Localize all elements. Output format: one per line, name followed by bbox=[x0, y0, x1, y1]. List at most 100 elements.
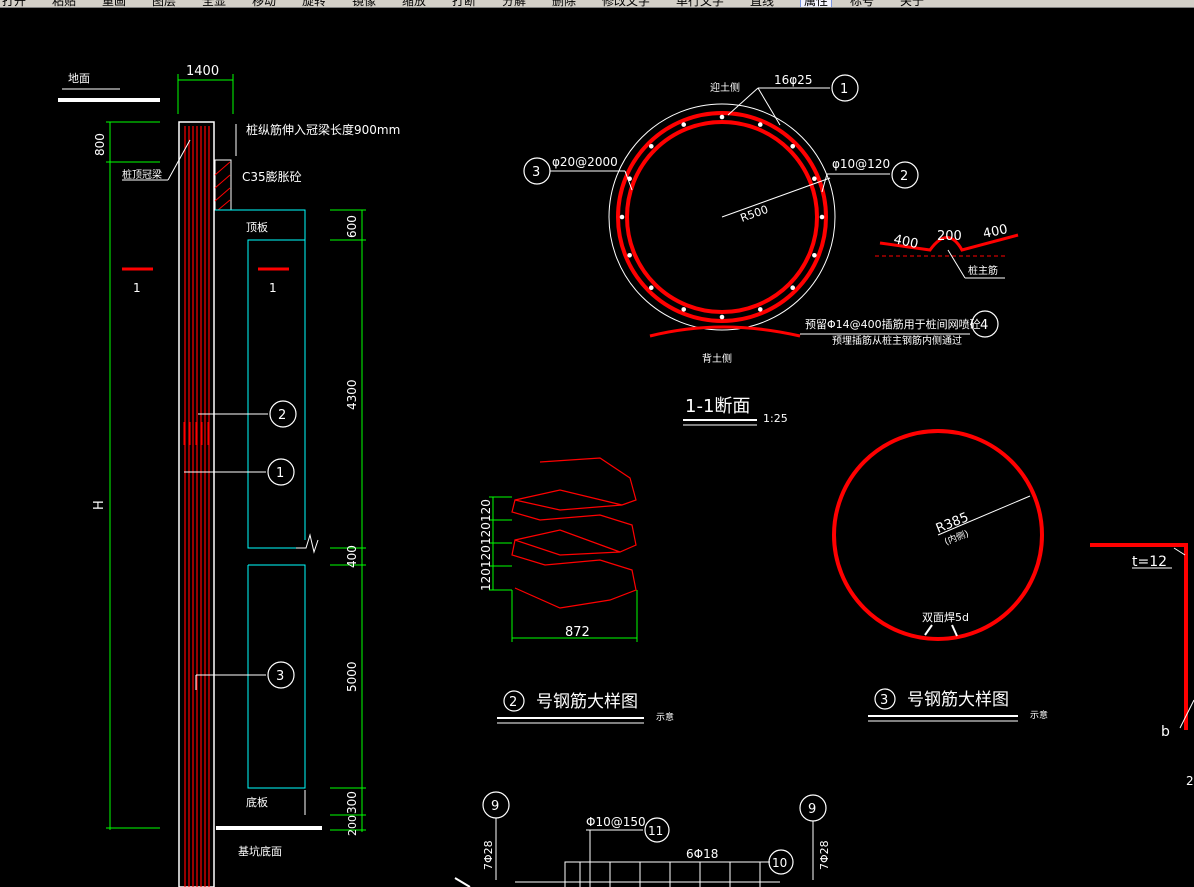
main-bar-dot bbox=[648, 285, 654, 291]
rebar-3-number: 3 bbox=[880, 693, 888, 708]
bottom-main-bars: 6Φ18 bbox=[686, 847, 718, 861]
concrete-label: C35膨胀砼 bbox=[242, 170, 302, 184]
pitch-dim-3: 120 bbox=[479, 568, 493, 591]
soil-side-label: 迎土侧 bbox=[710, 81, 740, 94]
rebar-3-circle bbox=[832, 429, 1044, 641]
section-callout-4: 4 bbox=[980, 318, 988, 333]
right-partial-detail: t=12 b 2 bbox=[1090, 543, 1194, 788]
toolbar-item-6[interactable]: 旋转 bbox=[302, 0, 327, 8]
main-bar-dot bbox=[648, 143, 654, 149]
main-bar-dot bbox=[812, 252, 817, 258]
dim-right-1: 4300 bbox=[345, 379, 359, 410]
roof-slab-label: 顶板 bbox=[246, 220, 268, 234]
bottom-right-bars: 7Φ28 bbox=[818, 840, 831, 870]
toolbar-item-16[interactable]: 标号 bbox=[850, 0, 875, 8]
main-bar-dot bbox=[619, 214, 625, 220]
toolbar-item-2[interactable]: 重画 bbox=[102, 0, 127, 8]
main-bar-dot bbox=[627, 252, 632, 258]
main-bar-dot bbox=[812, 176, 817, 182]
floor-slab-label: 底板 bbox=[246, 795, 268, 809]
section-callout-1: 1 bbox=[840, 82, 848, 97]
elev-callout-2: 2 bbox=[278, 408, 286, 423]
width-dim: 1400 bbox=[186, 64, 219, 79]
toolbar-item-10[interactable]: 分解 bbox=[502, 0, 527, 8]
toolbar-item-4[interactable]: 全显 bbox=[202, 0, 227, 8]
pitch-dim-1: 120 bbox=[479, 522, 493, 545]
toolbar-item-12[interactable]: 修改文字 bbox=[602, 0, 651, 8]
weld-note: 双面焊5d bbox=[922, 610, 969, 624]
svg-text:2: 2 bbox=[1186, 774, 1194, 788]
section-callout-3: 3 bbox=[532, 165, 540, 180]
main-bar-dot bbox=[681, 122, 687, 127]
bottom-callout-11: 11 bbox=[648, 824, 663, 838]
dowel-note: 预留Φ14@400插筋用于桩间网喷砼 bbox=[805, 317, 981, 331]
top-dim: 800 bbox=[93, 133, 107, 156]
toolbar-item-7[interactable]: 镜像 bbox=[352, 0, 377, 8]
ring-bar-circle bbox=[625, 120, 819, 314]
toolbar-item-14[interactable]: 直线 bbox=[750, 0, 775, 8]
bottom-callout-10: 10 bbox=[772, 856, 787, 870]
main-bar-dot bbox=[790, 143, 796, 149]
ground-label: 地面 bbox=[68, 72, 90, 85]
section-callout-2: 2 bbox=[900, 169, 908, 184]
pit-bottom-label: 基坑底面 bbox=[238, 844, 282, 858]
dim-right-5: 200 bbox=[346, 815, 359, 836]
rebar-3-title: 号钢筋大样图 bbox=[907, 690, 1009, 710]
section-stirrup-label: φ10@120 bbox=[832, 157, 890, 171]
back-side-label: 背土侧 bbox=[702, 352, 732, 365]
toolbar-item-13[interactable]: 单行文字 bbox=[676, 0, 725, 8]
section-ring-bar-label: φ20@2000 bbox=[552, 155, 618, 169]
rebar-2-note: 示意 bbox=[656, 711, 674, 723]
bend-dim-1: 200 bbox=[937, 229, 962, 244]
main-bar-dot bbox=[681, 307, 687, 312]
thickness-label: t=12 bbox=[1132, 554, 1167, 570]
pitch-dim-2: 120 bbox=[479, 545, 493, 568]
structure-outline bbox=[215, 209, 306, 789]
elev-callout-3: 3 bbox=[276, 669, 284, 684]
rebar-3-detail: R385 (内侧) 双面焊5d 3 号钢筋大样图 示意 bbox=[832, 429, 1048, 722]
section-scale: 1:25 bbox=[763, 412, 788, 425]
pile-section-outline bbox=[608, 103, 836, 331]
dowel-note-2: 预埋插筋从桩主钢筋内侧通过 bbox=[832, 334, 962, 347]
pile-elevation: 地面 1400 800 H bbox=[58, 64, 400, 887]
section-main-bars bbox=[619, 114, 825, 320]
section-title: 1-1断面 bbox=[685, 396, 750, 417]
bottom-callout-9-left: 9 bbox=[491, 799, 499, 814]
main-bar-dot bbox=[757, 122, 763, 127]
bottom-callout-9-right: 9 bbox=[808, 802, 816, 817]
cad-drawing-canvas[interactable]: 地面 1400 800 H bbox=[0, 8, 1194, 887]
section-mark-right: 1 bbox=[269, 281, 277, 295]
toolbar-item-8[interactable]: 缩放 bbox=[402, 0, 427, 8]
toolbar-item-0[interactable]: 打开 bbox=[2, 0, 27, 8]
height-label: H bbox=[92, 500, 107, 510]
section-main-bars-label: 16φ25 bbox=[774, 73, 812, 87]
section-mark-left: 1 bbox=[133, 281, 141, 295]
section-1-1: R500 迎土侧 背土侧 16φ25 1 φ10@120 2 3 φ20@200… bbox=[523, 73, 1019, 426]
dim-right-2: 400 bbox=[345, 545, 359, 568]
pile-main-bars bbox=[184, 126, 210, 887]
toolbar-item-17[interactable]: 关于 bbox=[900, 0, 925, 8]
bottom-stirrup-label: Φ10@150 bbox=[586, 815, 646, 829]
main-bar-dot bbox=[790, 285, 796, 291]
stirrup-circle bbox=[616, 111, 828, 323]
rebar-2-number: 2 bbox=[509, 695, 517, 710]
main-bar-dot bbox=[719, 114, 725, 120]
toolbar-item-1[interactable]: 粘贴 bbox=[52, 0, 77, 8]
pitch-dim-0: 120 bbox=[479, 499, 493, 522]
main-bar-label: 桩主筋 bbox=[968, 264, 998, 277]
diameter-dim: 872 bbox=[565, 625, 590, 640]
cad-toolbar: 打开 粘贴 重画 图层 全显 移动 旋转 镜像 缩放 打断 分解 删除 修改文字 单行文字 直线 属性 标号 关于 bbox=[0, 0, 1194, 8]
rebar-2-detail: 120 120 120 120 872 2 号钢筋大样图 示意 bbox=[479, 457, 674, 724]
toolbar-item-11[interactable]: 删除 bbox=[552, 0, 577, 8]
toolbar-item-3[interactable]: 图层 bbox=[152, 0, 177, 8]
rebar-2-title: 号钢筋大样图 bbox=[536, 692, 638, 712]
toolbar-item-15[interactable]: 属性 bbox=[800, 0, 833, 7]
toolbar-item-5[interactable]: 移动 bbox=[252, 0, 277, 8]
section-radius: R500 bbox=[739, 203, 770, 225]
rebar-3-note: 示意 bbox=[1030, 709, 1048, 721]
dim-right-4: 300 bbox=[345, 791, 359, 814]
elev-callout-1: 1 bbox=[276, 466, 284, 481]
cap-beam-label: 桩顶冠梁 bbox=[122, 168, 162, 181]
toolbar-item-9[interactable]: 打断 bbox=[452, 0, 477, 8]
label-b: b bbox=[1161, 724, 1170, 740]
